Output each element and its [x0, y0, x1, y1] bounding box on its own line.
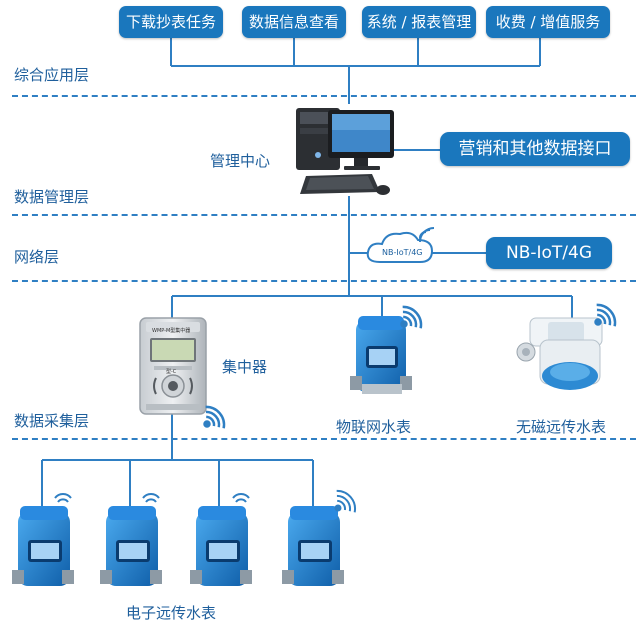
data-view-button[interactable]: 数据信息查看 [242, 6, 346, 38]
iot-meter-device [350, 316, 412, 394]
layer-network: 网络层 [14, 248, 60, 266]
concentrator-signal-icon [203, 405, 226, 429]
layer-data-collection: 数据采集层 [14, 412, 90, 430]
layer-data-management: 数据管理层 [14, 188, 90, 206]
electronic-meter-signal-icons [54, 489, 356, 513]
marketing-interface-pill: 营销和其他数据接口 [440, 132, 630, 166]
download-reading-task-button[interactable]: 下载抄表任务 [119, 6, 223, 38]
concentrator-screen-title: WMP-M型集中器 [152, 328, 191, 334]
top-connector-lines [41, 38, 573, 506]
concentrator-model: 型-C [166, 369, 177, 375]
nonmagnetic-meter-device [516, 317, 603, 390]
electronic-meters-label: 电子远传水表 [126, 604, 217, 622]
nonmagnetic-meter-label: 无磁远传水表 [516, 418, 607, 436]
separator-2 [12, 214, 636, 216]
network-pill: NB-IoT/4G [486, 237, 612, 269]
separator-4 [12, 438, 636, 440]
billing-service-button[interactable]: 收费 / 增值服务 [486, 6, 610, 38]
concentrator-label: 集中器 [222, 358, 268, 376]
electronic-meter-2 [100, 506, 162, 586]
cloud-signal-icon [419, 227, 435, 243]
nonmagnetic-meter-signal-icon [594, 303, 617, 327]
computer-icon [296, 108, 394, 195]
concentrator-device [139, 317, 207, 415]
separator-1 [12, 95, 636, 97]
electronic-meter-1 [12, 506, 74, 586]
cloud-label: NB-IoT/4G [382, 248, 423, 257]
electronic-meter-4 [282, 506, 344, 586]
layer-application: 综合应用层 [14, 66, 90, 84]
cloud-icon [366, 231, 434, 263]
iot-meter-label: 物联网水表 [336, 418, 412, 436]
separator-3 [12, 280, 636, 282]
system-report-button[interactable]: 系统 / 报表管理 [362, 6, 476, 38]
iot-meter-signal-icon [400, 305, 423, 329]
electronic-meter-3 [190, 506, 252, 586]
management-center-label: 管理中心 [210, 152, 271, 170]
